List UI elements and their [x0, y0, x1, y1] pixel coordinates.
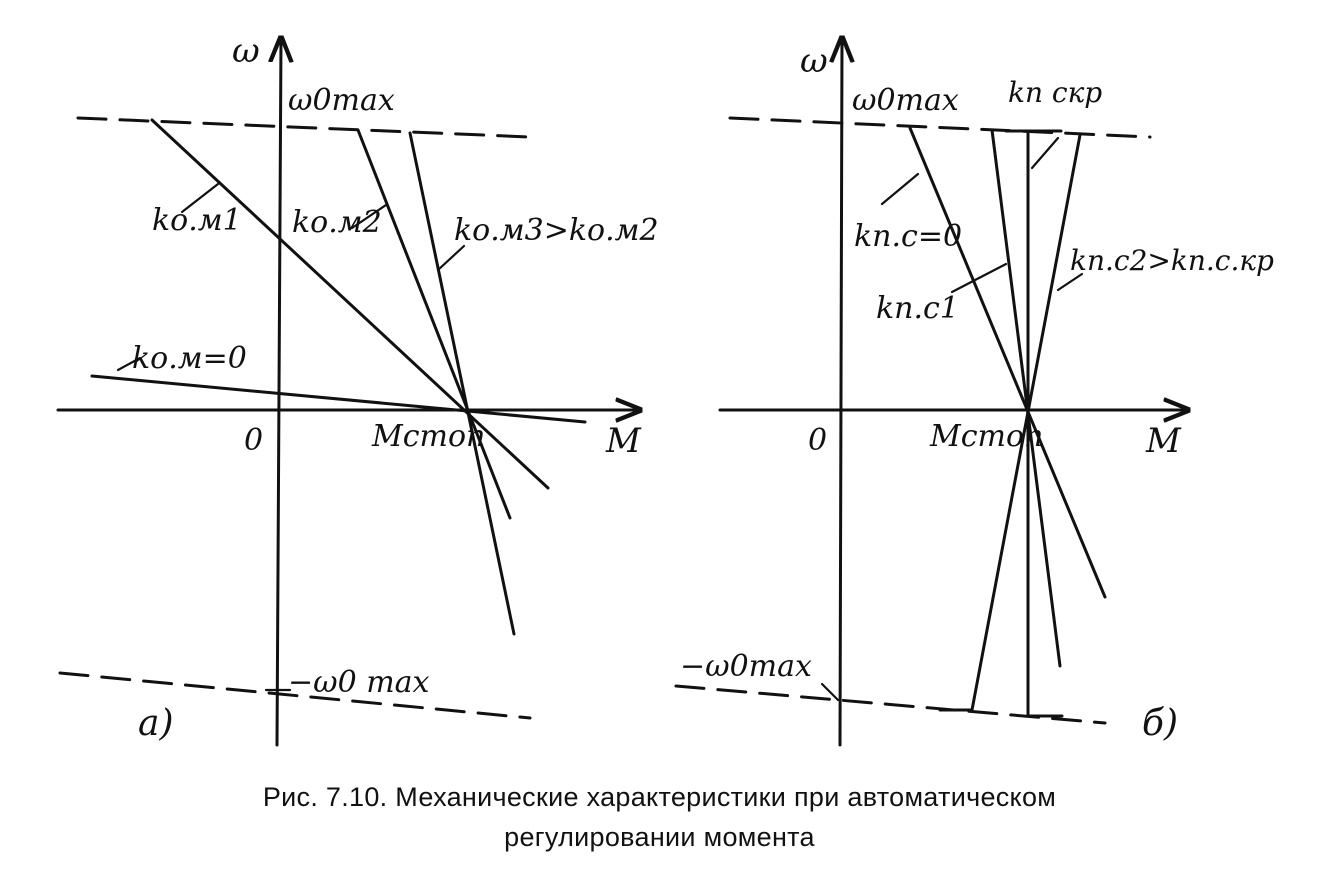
panel-a-neg-omega-max-label: −ω0 max: [288, 665, 430, 700]
panel-a-k1-label: kо.м1: [152, 203, 242, 238]
panel-b: [674, 38, 1188, 747]
panel-a-line-k0: [90, 374, 587, 424]
panel-b-m-label: M: [1145, 421, 1182, 461]
panel-a-neg-omega-max-line: [58, 671, 532, 720]
panel-b-label: б): [1142, 703, 1178, 744]
panel-a-leader-k0: [116, 356, 142, 372]
panel-a-line-k3: [408, 131, 516, 636]
panel-b-origin-label: 0: [808, 423, 827, 458]
panel-b-kcr-label: kп скр: [1008, 76, 1102, 109]
panel-a-line-k1: [150, 118, 550, 490]
panel-a-omega-max-label: ω0max: [288, 83, 395, 118]
panel-a-omega-axis: [277, 38, 281, 747]
panel-b-k1-label: kп.с1: [876, 291, 959, 326]
panel-b-leader-k1: [950, 262, 1008, 294]
panel-b-leader-kcr: [1030, 136, 1060, 170]
panel-b-line-kcr-vertical: [1026, 129, 1064, 718]
panel-a-omega-max-line: [76, 116, 532, 139]
panel-a-k3-label: kо.м3>kо.м2: [454, 213, 659, 248]
panel-b-omega-axis: [840, 38, 842, 747]
panel-a: [56, 38, 640, 747]
panel-b-stop-label: Mстоп: [929, 419, 1043, 454]
panel-a-k0-label: kо.м=0: [132, 341, 247, 376]
panel-b-omega-max-line: [728, 116, 1152, 139]
panel-b-leader-neg-omega: [820, 682, 840, 702]
panel-a-line-k2: [356, 128, 512, 520]
panel-a-k2-label: kо.м2: [292, 205, 382, 240]
panel-b-k0-label: kп.с=0: [854, 219, 962, 254]
panel-b-line-k2: [938, 133, 1082, 712]
panel-a-stop-label: Mстоп: [371, 419, 485, 454]
panel-a-leader-k2: [350, 203, 388, 230]
panel-a-origin-label: 0: [244, 423, 263, 458]
figure-caption-line-2: регулировании момента: [504, 822, 815, 852]
panel-b-omega-max-label: ω0max: [852, 83, 959, 118]
panel-b-omega-label: ω: [800, 41, 828, 81]
panel-b-k2-label: kп.с2>kп.с.кр: [1070, 244, 1274, 277]
panel-b-line-k0: [908, 126, 1107, 599]
panel-a-label: а): [138, 703, 174, 744]
panel-b-neg-omega-max-label: −ω0max: [680, 649, 812, 684]
panel-a-leader-k1: [180, 182, 220, 214]
panel-a-leader-k3: [436, 244, 466, 272]
panel-a-omega-label: ω: [232, 31, 260, 71]
panel-b-line-k1: [990, 128, 1062, 668]
panel-a-m-label: M: [605, 421, 642, 461]
figure-caption-line-1: Рис. 7.10. Механические характеристики п…: [262, 782, 1057, 812]
panel-b-leader-k0: [880, 172, 920, 206]
panel-b-leader-k2: [1056, 272, 1084, 292]
